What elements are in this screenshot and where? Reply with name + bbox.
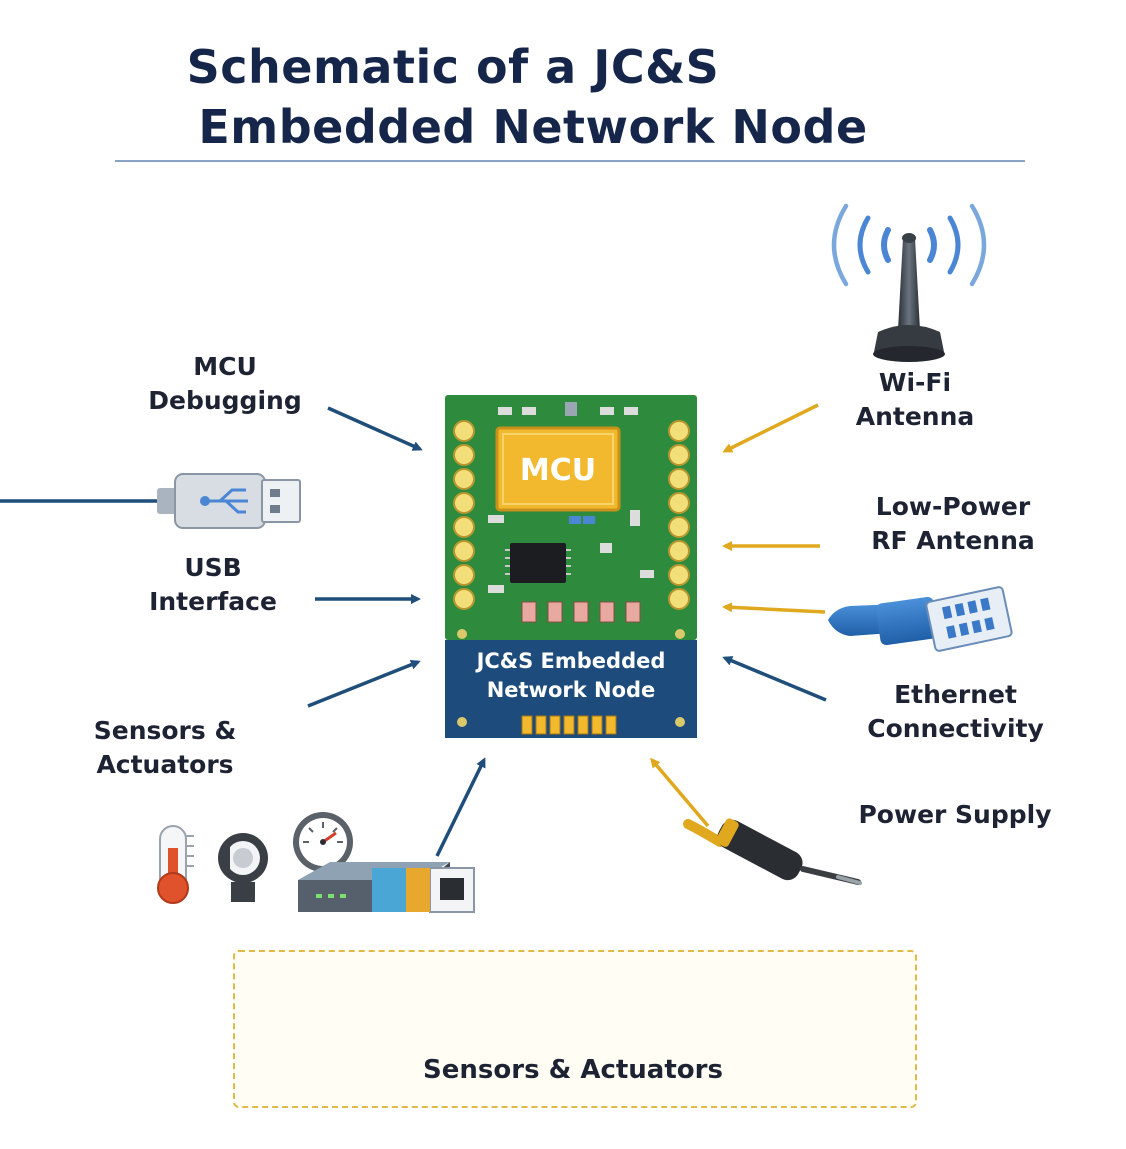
wifi-waves-icon: [831, 203, 987, 287]
mcu-chip: [495, 426, 621, 512]
thermometer-icon: [157, 825, 194, 904]
arrow-wifi-antenna: [722, 403, 819, 453]
antenna-icon: [873, 233, 945, 362]
board-footer-line2: Network Node: [487, 678, 656, 702]
label-rf-antenna: Low-Power RF Antenna: [871, 492, 1035, 555]
network-module-icon: [298, 862, 475, 913]
pcb-resistors: [521, 601, 641, 623]
label-wifi-antenna: Wi-Fi Antenna: [855, 368, 975, 431]
diagram-title-line1: Schematic of a JC&S: [186, 40, 720, 94]
arrow-mcu-debugging: [327, 406, 423, 451]
arrow-sensors-actuators: [307, 659, 421, 708]
mcu-chip-label: MCU: [520, 453, 596, 488]
pcb-mount-holes: [457, 629, 685, 727]
pcb-board: MCU JC&S Embedded Network Node: [445, 395, 697, 738]
label-ethernet-connectivity: Ethernet Connectivity: [867, 680, 1044, 743]
label-power-supply: Power Supply: [858, 800, 1052, 829]
pcb-header-pins: [521, 715, 617, 735]
connected-devices-label: Sensors & Actuators: [423, 1055, 723, 1085]
arrow-sensor-devices: [435, 757, 486, 857]
arrow-power-supply: [650, 757, 710, 828]
gauge-icon: [293, 812, 353, 872]
arrow-ethernet-cable: [722, 602, 826, 614]
label-usb-interface: USB Interface: [149, 553, 277, 616]
connected-devices-box: [233, 950, 917, 1108]
pcb-pads-left: [453, 420, 475, 610]
title-divider: [115, 160, 1025, 162]
ethernet-cable-icon: [828, 586, 1013, 652]
pcb-pads-right: [668, 420, 690, 610]
power-plug-icon: [683, 818, 862, 885]
arrow-ethernet-connectivity: [722, 656, 827, 702]
label-sensors-actuators: Sensors & Actuators: [93, 716, 237, 779]
sensor-icon: [218, 833, 268, 902]
usb-plug-icon: [157, 473, 301, 529]
secondary-chip: [510, 543, 566, 583]
pcb-components: [488, 402, 654, 593]
label-mcu-debugging: MCU Debugging: [148, 352, 302, 415]
board-footer-line1: JC&S Embedded: [475, 649, 666, 673]
diagram-title-line2: Embedded Network Node: [198, 100, 868, 154]
